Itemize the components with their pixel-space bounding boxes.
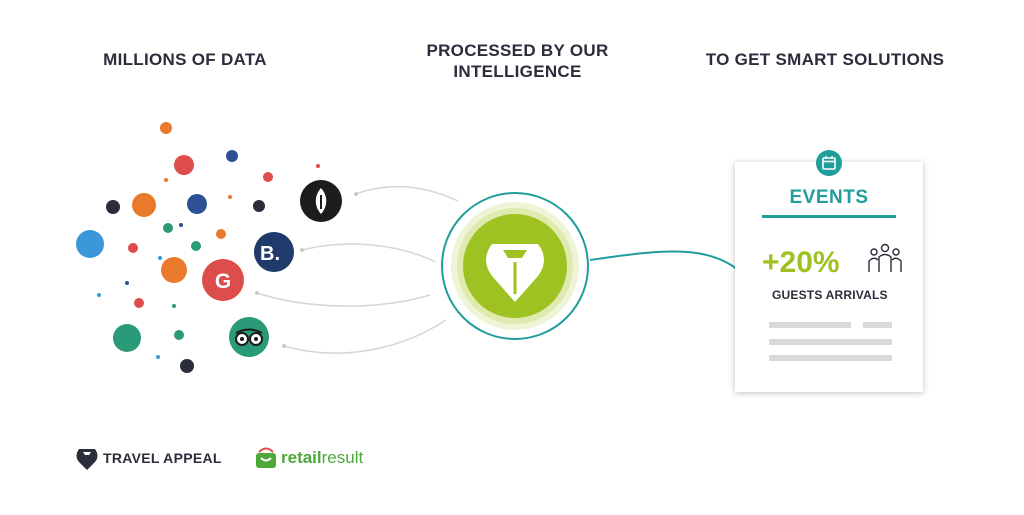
data-dot — [158, 256, 162, 260]
events-card: EVENTS +20% GUESTS ARRIVALS — [735, 150, 923, 392]
data-dot — [216, 229, 226, 239]
events-underline — [762, 215, 896, 218]
data-dot — [253, 200, 265, 212]
placeholder-text-line — [863, 322, 892, 328]
data-dot — [179, 223, 183, 227]
data-dot — [174, 155, 194, 175]
data-dot — [191, 241, 201, 251]
data-dot — [106, 200, 120, 214]
heading-smart-solutions: TO GET SMART SOLUTIONS — [705, 50, 945, 69]
data-dot — [172, 304, 176, 308]
metric-label: GUESTS ARRIVALS — [772, 288, 888, 302]
placeholder-text-line — [769, 339, 892, 345]
data-dot — [228, 195, 232, 199]
google-letter: G — [215, 270, 231, 293]
data-dot — [164, 178, 168, 182]
placeholder-text-line — [769, 322, 851, 328]
travel-appeal-shield-icon — [441, 192, 589, 340]
data-dot — [163, 223, 173, 233]
output-connector — [589, 250, 753, 286]
travel-appeal-logo-icon — [76, 449, 98, 470]
data-dot — [125, 281, 129, 285]
data-dot — [161, 257, 187, 283]
connector-line — [283, 319, 447, 354]
google-g-icon: G — [202, 259, 244, 301]
data-dot — [180, 359, 194, 373]
placeholder-text-line — [769, 355, 892, 361]
booking-letter: B. — [260, 243, 280, 265]
retailresult-light: result — [321, 448, 364, 467]
calendar-icon — [816, 150, 842, 176]
data-dot — [132, 193, 156, 217]
connector-line — [301, 243, 437, 263]
booking-b-icon: B. — [254, 232, 294, 272]
people-group-icon — [868, 243, 902, 272]
source-connectors — [255, 185, 459, 354]
data-dot — [113, 324, 141, 352]
shopping-bag-icon — [256, 447, 276, 468]
events-title: EVENTS — [789, 187, 869, 208]
data-dot — [160, 122, 172, 134]
tripadvisor-owl-icon — [229, 317, 269, 357]
data-dot — [316, 164, 320, 168]
data-dot — [76, 230, 104, 258]
retailresult-wordmark: retailresult — [281, 448, 363, 468]
data-dot — [134, 298, 144, 308]
travel-appeal-wordmark: TRAVEL APPEAL — [103, 450, 222, 466]
data-dots-cluster — [76, 122, 320, 373]
data-dot — [97, 293, 101, 297]
data-dot — [187, 194, 207, 214]
data-dot — [128, 243, 138, 253]
connector-line — [355, 185, 459, 202]
heading-processed: PROCESSED BY OUR INTELLIGENCE — [426, 41, 609, 81]
metric-value: +20% — [762, 246, 840, 279]
data-dot — [156, 355, 160, 359]
heading-millions-of-data: MILLIONS OF DATA — [103, 50, 267, 69]
data-dot — [263, 172, 273, 182]
inkwell-pen-icon — [300, 180, 342, 222]
data-dot — [226, 150, 238, 162]
connector-line — [256, 292, 431, 307]
data-dot — [174, 330, 184, 340]
retailresult-bold: retail — [281, 448, 322, 467]
